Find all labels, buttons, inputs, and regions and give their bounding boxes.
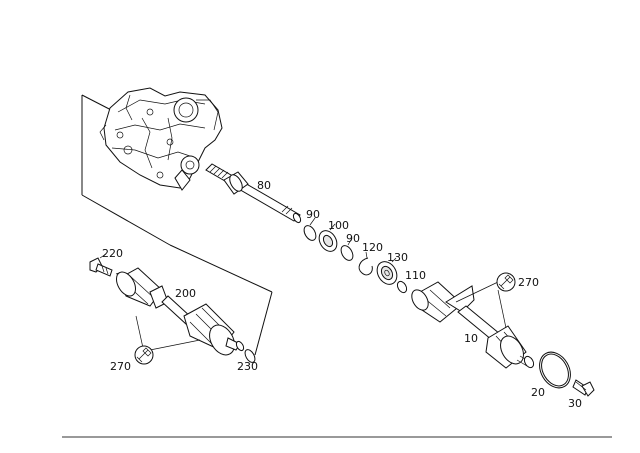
snap-ring-110 — [396, 280, 408, 294]
grease-tool-icon — [496, 272, 516, 292]
intermediate-shaft — [205, 163, 302, 224]
bearing-130 — [376, 257, 398, 285]
label-220: 220 — [102, 247, 123, 260]
leader-270-left — [135, 315, 201, 351]
label-120: 120 — [362, 241, 383, 254]
grease-tool-icon — [134, 345, 154, 365]
assembly-frame-lines — [81, 94, 273, 356]
label-90a: 90 — [306, 208, 320, 221]
snap-ring-90b — [340, 237, 354, 261]
label-230: 230 — [237, 360, 258, 373]
label-110: 110 — [405, 269, 426, 282]
snap-ring-90a — [303, 217, 317, 241]
label-100: 100 — [328, 219, 349, 232]
bearing-100 — [318, 223, 338, 252]
label-90b: 90 — [346, 232, 360, 245]
label-270-left: 270 — [110, 360, 131, 373]
snap-ring-230 — [244, 349, 256, 363]
label-200: 200 — [175, 287, 196, 300]
label-10: 10 — [464, 332, 478, 345]
label-130: 130 — [387, 251, 408, 264]
o-ring-20 — [539, 351, 571, 389]
bolt-30 — [572, 379, 595, 397]
right-drive-shaft — [411, 281, 535, 369]
left-drive-shaft — [115, 267, 245, 356]
label-30: 30 — [568, 397, 582, 410]
bolt-220 — [89, 253, 113, 277]
transmission-housing — [99, 87, 223, 191]
label-80: 80 — [257, 179, 271, 192]
label-20: 20 — [531, 386, 545, 399]
leader-270-right — [455, 281, 507, 329]
circlip-120 — [358, 251, 373, 276]
label-270-right: 270 — [518, 276, 539, 289]
